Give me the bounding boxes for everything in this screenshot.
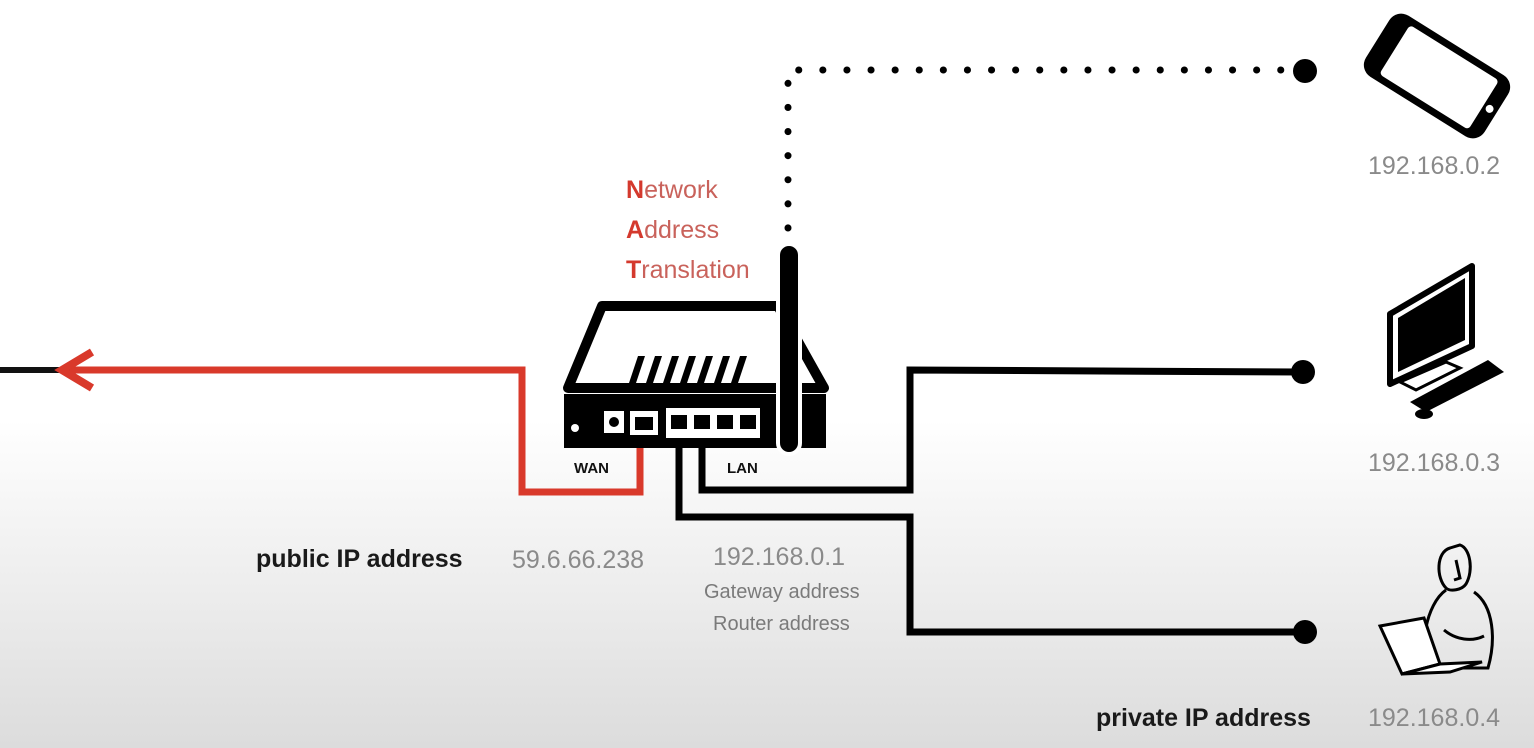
gateway-address-caption: Gateway address xyxy=(704,581,860,603)
smartphone-icon xyxy=(1363,13,1511,139)
public-ip-label: public IP address xyxy=(256,545,463,573)
public-ip-value: 59.6.66.238 xyxy=(512,546,645,574)
wan-connection-line xyxy=(70,366,644,496)
phone-ip-value: 192.168.0.2 xyxy=(1368,152,1501,180)
wan-port-label: WAN xyxy=(574,460,609,477)
nat-line-network: Network xyxy=(626,176,718,204)
laptop-ip-value: 192.168.0.4 xyxy=(1368,704,1501,732)
lan-port-label: LAN xyxy=(727,460,758,477)
nat-line-address: Address xyxy=(626,216,720,244)
gateway-ip-value: 192.168.0.1 xyxy=(713,543,846,571)
nat-label: Network Address Translation xyxy=(626,170,750,290)
desktop-computer-icon xyxy=(1387,263,1504,419)
desktop-link-endpoint xyxy=(1291,360,1315,384)
lan-cable-laptop xyxy=(675,425,1300,636)
wireless-link-phone xyxy=(784,66,1294,232)
lan-cable-desktop xyxy=(698,366,1301,494)
private-ip-label: private IP address xyxy=(1096,704,1311,732)
router-antenna xyxy=(776,242,802,456)
router-address-caption: Router address xyxy=(713,613,850,635)
wan-arrow-head xyxy=(54,348,95,392)
laptop-link-endpoint xyxy=(1293,620,1317,644)
phone-link-endpoint xyxy=(1293,59,1317,83)
desktop-ip-value: 192.168.0.3 xyxy=(1368,449,1501,477)
nat-line-translation: Translation xyxy=(626,256,750,284)
laptop-user-icon xyxy=(1377,543,1494,676)
